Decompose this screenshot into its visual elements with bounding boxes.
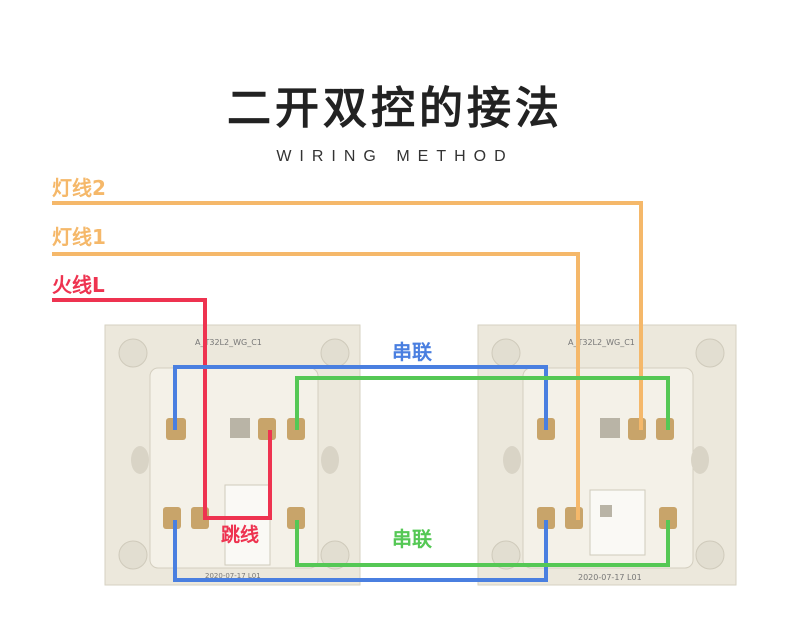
- series-green-top: [295, 376, 670, 430]
- left-terminal-bot-1: [163, 507, 181, 529]
- live-wire: [52, 298, 207, 520]
- left-terminal-bot-3: [287, 507, 305, 529]
- right-switch: A_T32L2_WG_C1 2020-07-17 L01: [477, 324, 737, 586]
- right-date-text: 2020-07-17 L01: [578, 573, 642, 582]
- lamp1-wire: [52, 252, 580, 520]
- left-date-text: 2020-07-17 L01: [205, 572, 261, 580]
- live-label: 火线L: [52, 273, 105, 297]
- series-green-bottom: [295, 520, 670, 567]
- page-title: 二开双控的接法: [227, 83, 563, 134]
- right-model-text: A_T32L2_WG_C1: [568, 338, 635, 347]
- left-model-text: A_T32L2_WG_C1: [195, 338, 262, 347]
- series-bottom-label: 串联: [392, 527, 432, 551]
- jumper-wire: [203, 430, 272, 520]
- lamp1-label: 灯线1: [52, 225, 106, 249]
- page-subtitle: WIRING METHOD: [276, 148, 514, 165]
- left-terminal-top-2: [258, 418, 276, 440]
- jumper-label: 跳线: [221, 524, 260, 546]
- series-top-label: 串联: [392, 340, 432, 364]
- series-blue-top: [173, 365, 548, 430]
- left-switch: A_T32L2_WG_C1 2020-07-17 L01: [104, 324, 361, 586]
- lamp2-wire: [52, 201, 643, 430]
- series-blue-bottom: [173, 520, 548, 582]
- lamp2-label: 灯线2: [52, 176, 106, 200]
